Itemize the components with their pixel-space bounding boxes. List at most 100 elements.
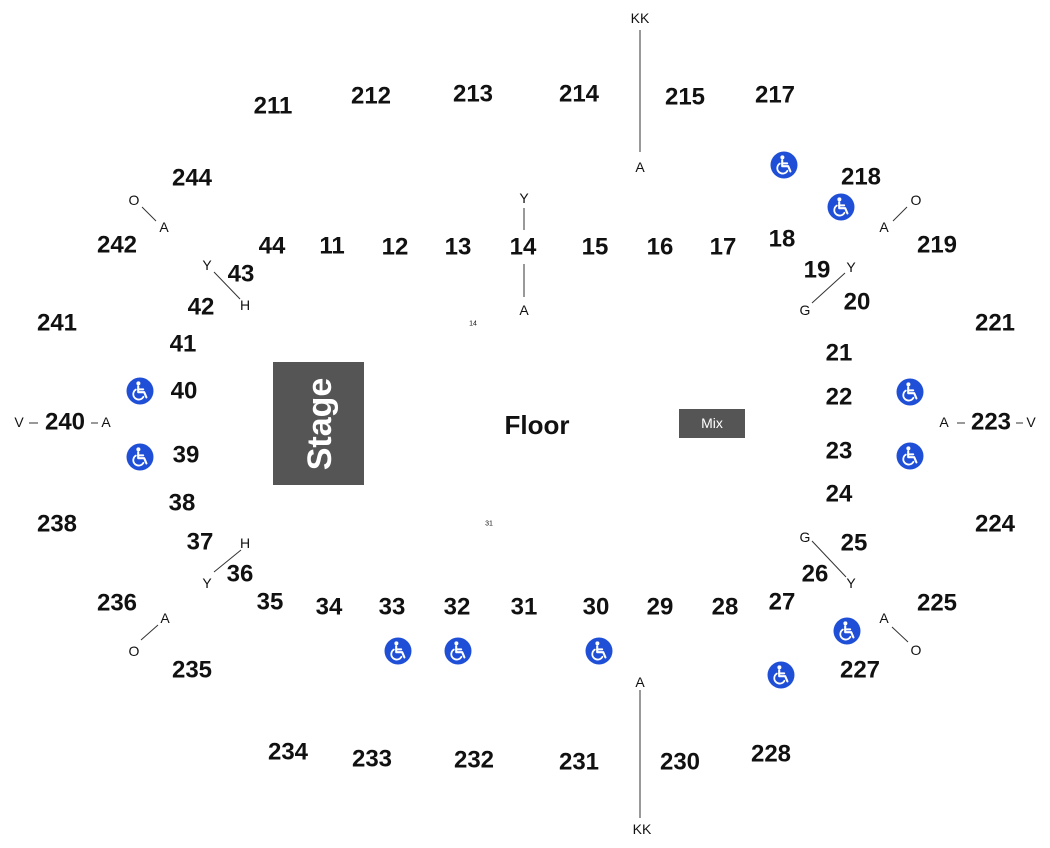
section-235[interactable]: 235 (172, 657, 212, 684)
row-marker-ne-upper-a: A (879, 219, 889, 235)
floor-small-label-bottom: 31 (485, 521, 493, 528)
section-234[interactable]: 234 (268, 739, 309, 766)
section-211[interactable]: 211 (254, 93, 293, 120)
section-22[interactable]: 22 (826, 384, 853, 411)
section-17[interactable]: 17 (710, 234, 737, 261)
stage-label: Stage (301, 378, 339, 471)
section-25[interactable]: 25 (841, 530, 868, 557)
section-11[interactable]: 11 (319, 233, 344, 260)
section-223[interactable]: 223 (971, 409, 1011, 436)
section-35[interactable]: 35 (257, 589, 284, 616)
section-240[interactable]: 240 (45, 409, 85, 436)
section-40[interactable]: 40 (171, 378, 198, 405)
section-33[interactable]: 33 (379, 594, 406, 621)
wheelchair-accessible-icon[interactable] (895, 377, 925, 407)
wheelchair-accessible-icon[interactable] (895, 441, 925, 471)
section-219[interactable]: 219 (917, 232, 957, 259)
row-marker-ne-lower-y: Y (846, 259, 856, 275)
section-19[interactable]: 19 (804, 257, 831, 284)
wheelchair-accessible-icon[interactable] (125, 442, 155, 472)
wheelchair-accessible-icon[interactable] (826, 192, 856, 222)
section-18[interactable]: 18 (769, 226, 796, 253)
row-marker-sw-lower-h: H (240, 535, 250, 551)
row-marker-14-a: A (519, 302, 529, 318)
section-228[interactable]: 228 (751, 741, 791, 768)
section-44[interactable]: 44 (259, 233, 286, 260)
wheelchair-accessible-icon[interactable] (769, 150, 799, 180)
section-218[interactable]: 218 (841, 164, 881, 191)
section-15[interactable]: 15 (582, 234, 609, 261)
section-21[interactable]: 21 (826, 340, 853, 367)
section-31[interactable]: 31 (511, 594, 538, 621)
upper-level: 211 212 213 214 215 217 218 219 221 223 … (37, 81, 1016, 776)
row-marker-nw-lower-y: Y (202, 257, 212, 273)
section-13[interactable]: 13 (445, 234, 472, 261)
row-marker-ne-lower-g: G (800, 302, 811, 318)
section-23[interactable]: 23 (826, 438, 853, 465)
section-20[interactable]: 20 (844, 289, 871, 316)
row-marker-nw-upper-a: A (159, 219, 169, 235)
section-214[interactable]: 214 (559, 81, 600, 108)
section-32[interactable]: 32 (444, 594, 471, 621)
section-28[interactable]: 28 (712, 594, 739, 621)
section-227[interactable]: 227 (840, 657, 880, 684)
section-217[interactable]: 217 (755, 82, 795, 109)
wheelchair-accessible-icon[interactable] (125, 376, 155, 406)
row-marker-kk-top: KK (631, 10, 650, 26)
section-244[interactable]: 244 (172, 165, 213, 192)
row-marker-ne-upper-o: O (911, 192, 922, 208)
section-12[interactable]: 12 (382, 234, 409, 261)
section-241[interactable]: 241 (37, 310, 77, 337)
row-marker-sw-upper-a: A (160, 610, 170, 626)
row-marker-se-lower-y: Y (846, 575, 856, 591)
wheelchair-accessible-icon[interactable] (443, 636, 473, 666)
wheelchair-accessible-icon[interactable] (832, 616, 862, 646)
section-221[interactable]: 221 (975, 310, 1015, 337)
section-27[interactable]: 27 (769, 589, 796, 616)
row-marker-14-y: Y (519, 190, 529, 206)
section-215[interactable]: 215 (665, 84, 705, 111)
section-212[interactable]: 212 (351, 83, 391, 110)
section-34[interactable]: 34 (316, 594, 343, 621)
floor-small-label-top: 14 (469, 321, 477, 328)
section-26[interactable]: 26 (802, 561, 829, 588)
section-30[interactable]: 30 (583, 594, 610, 621)
section-42[interactable]: 42 (188, 294, 215, 321)
section-39[interactable]: 39 (173, 442, 200, 469)
wheelchair-accessible-icon[interactable] (766, 660, 796, 690)
section-29[interactable]: 29 (647, 594, 674, 621)
section-236[interactable]: 236 (97, 590, 137, 617)
section-232[interactable]: 232 (454, 747, 494, 774)
floor-label[interactable]: Floor (505, 410, 570, 440)
row-marker-223-a: A (939, 414, 949, 430)
mix-position: Mix (679, 409, 745, 438)
row-marker-sw-upper-o: O (129, 643, 140, 659)
section-230[interactable]: 230 (660, 749, 700, 776)
row-marker-se-lower-g: G (800, 529, 811, 545)
lower-level: 11 12 13 14 15 16 17 18 19 20 21 22 23 2… (169, 226, 871, 621)
section-238[interactable]: 238 (37, 511, 77, 538)
row-marker-a-bottom: A (635, 674, 645, 690)
section-41[interactable]: 41 (170, 331, 197, 358)
stage[interactable]: Stage (273, 362, 364, 485)
mix-label: Mix (701, 415, 723, 431)
row-marker-240-v: V (14, 414, 24, 430)
section-43[interactable]: 43 (228, 261, 255, 288)
section-37[interactable]: 37 (187, 529, 214, 556)
section-231[interactable]: 231 (559, 749, 599, 776)
section-16[interactable]: 16 (647, 234, 674, 261)
section-24[interactable]: 24 (826, 481, 853, 508)
section-213[interactable]: 213 (453, 81, 493, 108)
row-marker-se-upper-o: O (911, 642, 922, 658)
section-225[interactable]: 225 (917, 590, 957, 617)
wheelchair-accessible-icon[interactable] (584, 636, 614, 666)
section-36[interactable]: 36 (227, 561, 254, 588)
row-marker-240-a: A (101, 414, 111, 430)
section-233[interactable]: 233 (352, 746, 392, 773)
wheelchair-accessible-icon[interactable] (383, 636, 413, 666)
section-38[interactable]: 38 (169, 490, 196, 517)
row-marker-223-v: V (1026, 414, 1036, 430)
section-224[interactable]: 224 (975, 511, 1016, 538)
section-14[interactable]: 14 (510, 234, 537, 261)
section-242[interactable]: 242 (97, 232, 137, 259)
